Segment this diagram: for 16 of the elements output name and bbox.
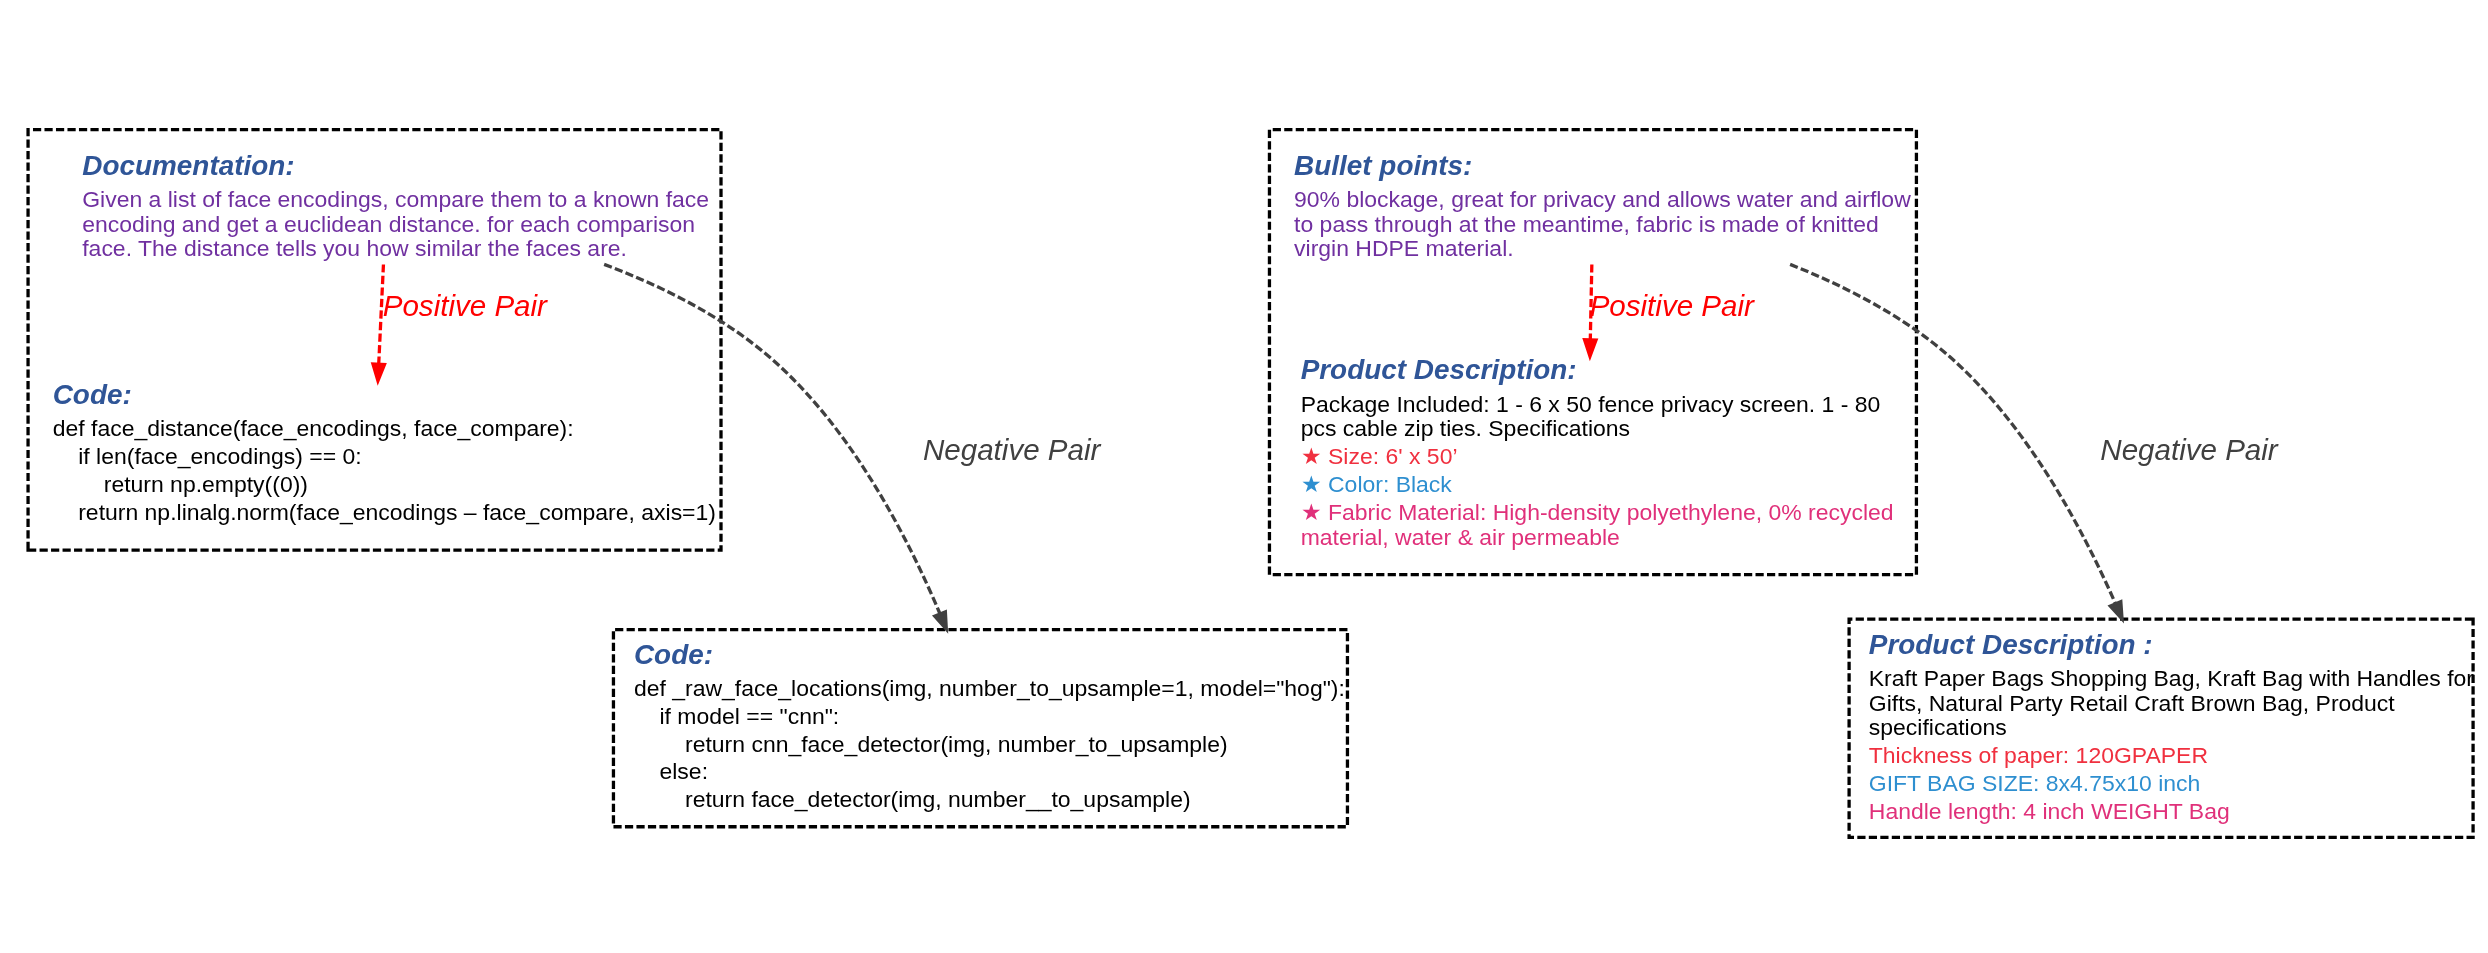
arrow: [1789, 262, 2124, 623]
edge-label: Positive Pair: [1589, 288, 1754, 322]
node-text: Documentation: Given a list of face encodings, compare them to a known face encoding and get a euclidean distance. for each comparison face. The distance tells you how similar the faces are.: [82, 149, 710, 261]
node-box: Product Description : Kraft Paper Bags Shopping Bag, Kraft Bag with Handles for Gifts, Natural Party Retail Craft Brown Bag, Product specifications Thickness of paper: 120GPAPER GIFT BAG SIZE: 8x4.75x10 inch Handle length: 4 inch WEIGHT Bag: [1847, 616, 2475, 839]
node-text: Product Description: Package Included: 1 - 6 x 50 fence privacy screen. 1 - 80 pcs cable zip ties. Specifications ★ Size: 6' x 50’ ★ Color: Black ★ Fabric Material: High-density polyethylene, 0% recycled material, water & air permeable: [1300, 353, 1894, 550]
cluster: [26, 127, 723, 552]
node-text: Bullet points: 90% blockage, great for privacy and allows water and airflow to pass through at the meantime, fabric is made of knitted virgin HDPE material.: [1294, 149, 1911, 261]
arrow: [603, 262, 949, 634]
edge-label: Positive Pair: [382, 288, 547, 322]
edge-label: Negative Pair: [922, 432, 1101, 466]
node-box: Code: def _raw_face_locations(img, number_to_upsample=1, model="hog"): if model == "cnn": return cnn_face_detector(img, number_to_upsample) else: return face_detector(img, number__to_upsample): [611, 627, 1350, 828]
node-text: Code: def face_distance(face_encodings, face_compare): if len(face_encodings) == 0: return np.empty((0)) return np.linalg.norm(face_encodings – face_compare, axis=1): [52, 378, 716, 525]
arrow: [1582, 264, 1599, 361]
arrow: [370, 263, 387, 386]
cluster: [1267, 127, 1919, 576]
edge-label: Negative Pair: [2100, 432, 2278, 466]
